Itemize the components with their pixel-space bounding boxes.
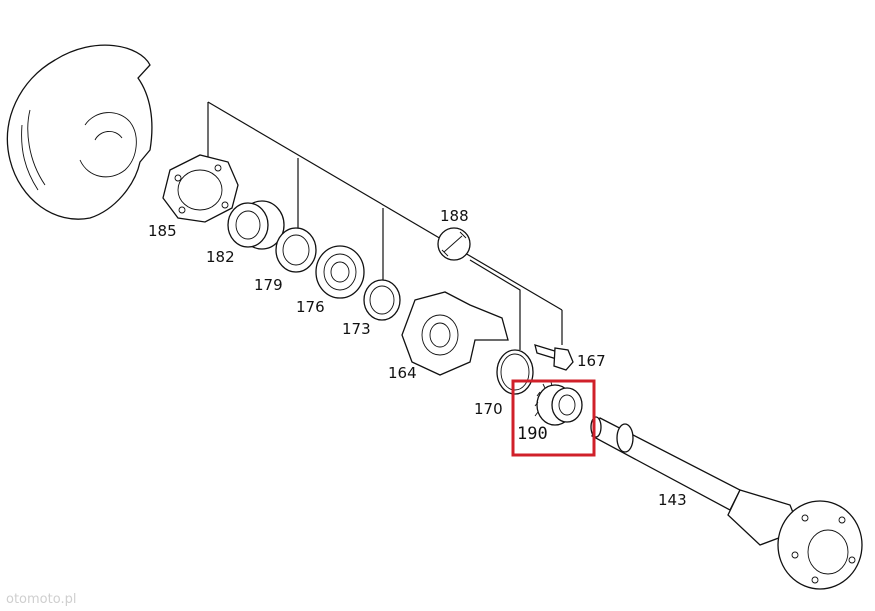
label-164: 164 xyxy=(388,364,417,382)
part-190-highlight-box xyxy=(511,379,596,457)
label-143: 143 xyxy=(658,491,687,509)
part-167-bolt xyxy=(534,344,574,371)
part-164-carrier-housing xyxy=(401,291,509,376)
part-182-sleeve xyxy=(227,200,285,250)
label-176: 176 xyxy=(296,298,325,316)
backing-plate xyxy=(6,44,153,220)
label-167: 167 xyxy=(577,352,606,370)
part-188-wrench-symbol xyxy=(437,227,471,261)
assembly-bracket-lines xyxy=(207,101,563,350)
part-185-flange-plate xyxy=(162,154,239,223)
part-179-seal-ring xyxy=(275,227,317,273)
part-176-bearing xyxy=(315,245,365,299)
label-188: 188 xyxy=(440,207,469,225)
watermark: otomoto.pl xyxy=(6,592,76,607)
label-170: 170 xyxy=(474,400,503,418)
label-173: 173 xyxy=(342,320,371,338)
label-190: 190 xyxy=(517,424,548,444)
part-190-gear-nut xyxy=(534,381,583,426)
label-182: 182 xyxy=(206,248,235,266)
label-185: 185 xyxy=(148,222,177,240)
label-179: 179 xyxy=(254,276,283,294)
part-170-o-ring xyxy=(496,349,534,395)
part-173-seal-ring xyxy=(363,279,401,321)
part-143-axle-shaft xyxy=(590,416,863,590)
